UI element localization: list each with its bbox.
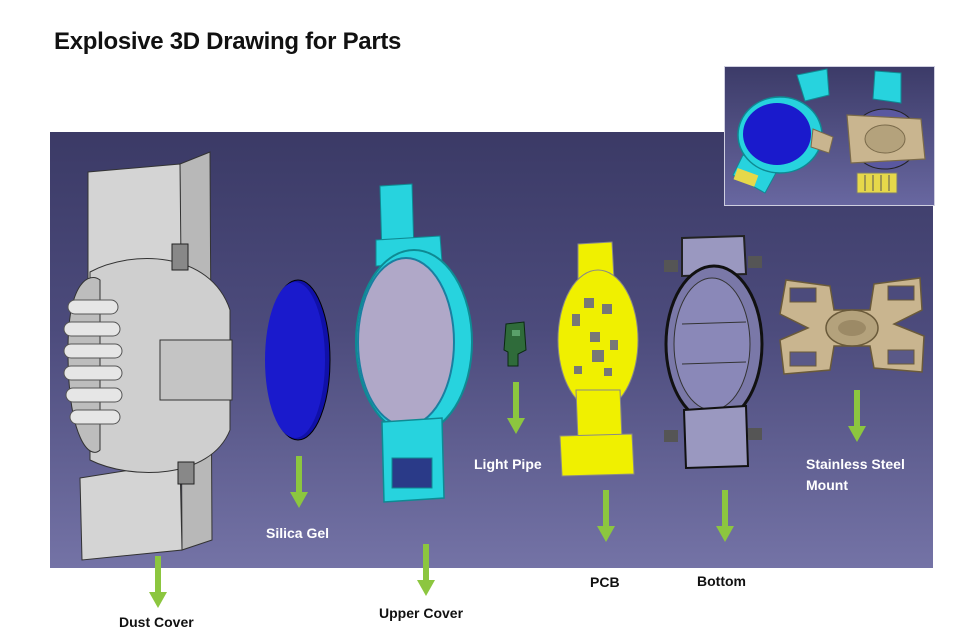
silica-gel-part <box>265 279 331 441</box>
mount-label-line1: Stainless Steel <box>806 456 905 472</box>
upper-cover-part <box>355 183 473 503</box>
upper-cover-label: Upper Cover <box>379 605 464 621</box>
mount-arrow-icon <box>848 390 866 442</box>
pcb-label: PCB <box>590 574 620 590</box>
pcb-part <box>557 241 639 477</box>
dust-cover-arrow-icon <box>149 556 167 608</box>
assembled-view-inset <box>724 66 935 206</box>
assembled-parts-preview <box>732 68 926 194</box>
page-title: Explosive 3D Drawing for Parts <box>54 28 402 55</box>
pcb-arrow-icon <box>597 490 615 542</box>
bottom-arrow-icon <box>716 490 734 542</box>
dust-cover-label: Dust Cover <box>119 614 194 630</box>
dust-cover-part <box>63 151 233 561</box>
light-pipe-arrow-icon <box>507 382 525 434</box>
upper-cover-arrow-icon <box>417 544 435 596</box>
silica-gel-arrow-icon <box>290 456 308 508</box>
silica-gel-label: Silica Gel <box>266 525 330 541</box>
bottom-label: Bottom <box>697 573 746 589</box>
bottom-part <box>664 234 764 470</box>
mount-label-line2: Mount <box>806 477 848 493</box>
light-pipe-part <box>503 321 527 367</box>
light-pipe-label: Light Pipe <box>474 456 542 472</box>
stainless-steel-mount-part <box>779 277 925 375</box>
assembled-unit-back <box>846 70 926 194</box>
assembled-unit-front <box>732 68 834 194</box>
